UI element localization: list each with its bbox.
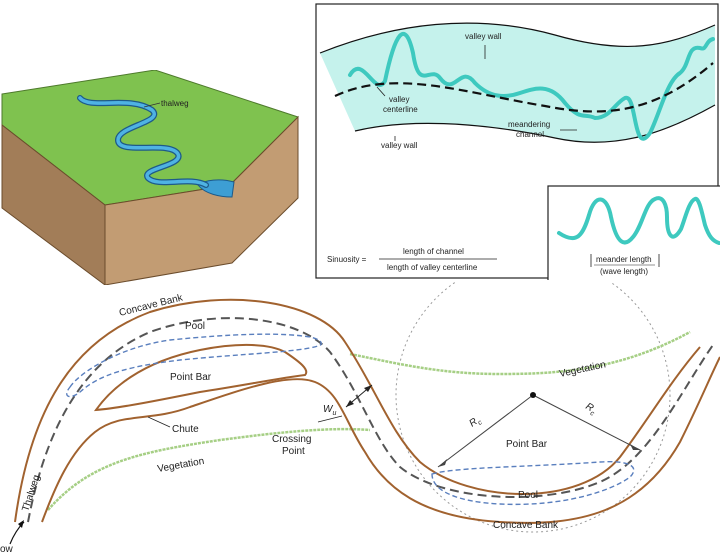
flow-label: ow: [0, 544, 14, 555]
inner-bank-line: [41, 356, 720, 524]
pool-top-label: Pool: [185, 321, 205, 332]
rc-right-label: Rc: [583, 401, 599, 418]
meander-plan: Concave Bank Pool Point Bar Chute Vegeta…: [0, 282, 720, 555]
point-bar-left-label: Point Bar: [170, 372, 212, 383]
curvature-circle: [395, 282, 671, 533]
meander-wave: [557, 196, 720, 245]
block-front-face: [1, 123, 106, 285]
concave-bank-top-line: [14, 298, 701, 523]
valley-centerline-label-1: valley: [389, 95, 409, 104]
sinuosity-formula-label: Sinuosity =: [327, 255, 367, 264]
meandering-channel-label-2: channel: [516, 130, 544, 139]
concave-bank-bottom-label: Concave Bank: [493, 520, 559, 531]
thalweg-label: thalweg: [161, 99, 189, 108]
valley-wall-bottom-line: [354, 104, 716, 143]
crossing-point-label-1: Crossing: [272, 434, 311, 445]
point-bar-left-shape: [93, 343, 308, 412]
valley-wall-top-line: [319, 22, 716, 54]
vegetation-right-label: Vegetation: [558, 359, 607, 380]
radius-left: [437, 394, 534, 468]
wu-label: Wu: [323, 404, 336, 417]
valley-centerline: [334, 62, 714, 113]
vegetation-right-line: [349, 330, 691, 376]
meander-length-label: meander length: [596, 255, 652, 264]
sinuosity-numerator: length of channel: [403, 247, 464, 256]
thalweg-line: [27, 317, 716, 523]
thalweg-label-plan: Thalweg: [20, 474, 42, 513]
vegetation-left-line: [47, 427, 371, 511]
chute-label: Chute: [172, 424, 199, 435]
valley-band: [320, 23, 715, 143]
point-bar-right-label: Point Bar: [506, 439, 548, 450]
valley-wall-bottom-label: valley wall: [381, 141, 418, 150]
valley-wall-top-label: valley wall: [465, 32, 502, 41]
pool-top-outline: [66, 333, 322, 398]
vegetation-left-label: Vegetation: [157, 456, 205, 475]
rc-left-label: Rc: [467, 414, 484, 431]
radius-right: [532, 394, 641, 451]
pool-bottom-outline: [431, 460, 635, 506]
wave-length-label: (wave length): [600, 267, 648, 276]
circle-center: [530, 392, 536, 398]
crossing-point-label-2: Point: [282, 446, 305, 457]
meandering-channel-label-1: meandering: [508, 120, 550, 129]
wave-panel: meander length (wave length): [547, 185, 720, 280]
meandering-channel: [348, 31, 715, 141]
pool-bottom-label: Pool: [518, 490, 538, 501]
sinuosity-denominator: length of valley centerline: [387, 263, 478, 272]
valley-centerline-label-2: centerline: [383, 105, 418, 114]
block-diagram: thalweg: [1, 70, 299, 285]
